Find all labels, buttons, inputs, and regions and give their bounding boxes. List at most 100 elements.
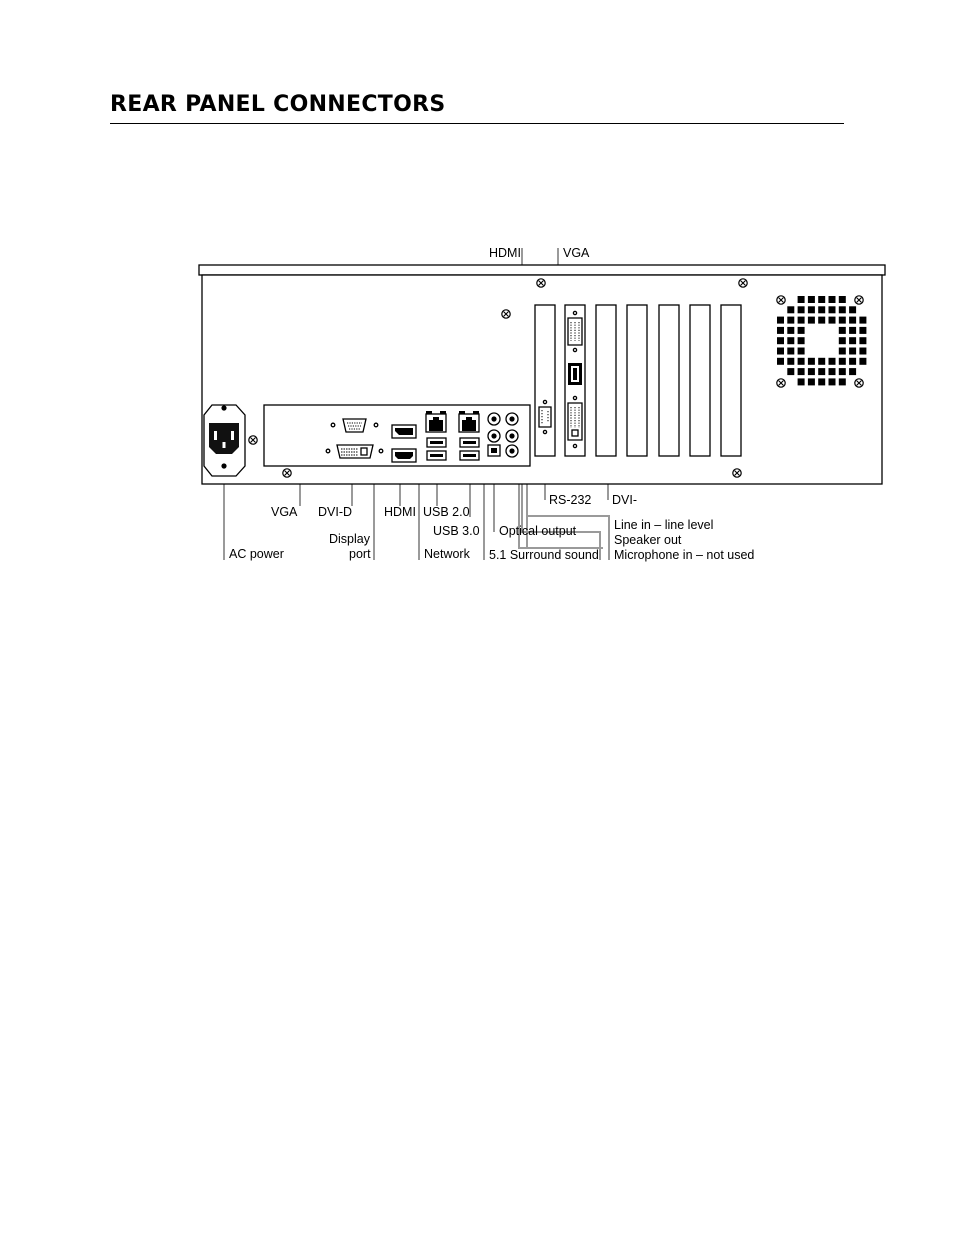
vent-hole	[797, 368, 805, 376]
usb2-ports	[426, 437, 447, 461]
vent-hole	[807, 378, 815, 386]
label-dvi-d: DVI-D	[318, 505, 352, 519]
vent-hole	[797, 326, 805, 334]
onboard-dvi-port	[325, 444, 384, 459]
blank-slot-2	[626, 304, 648, 457]
vent-hole	[828, 316, 836, 324]
vent-hole	[838, 296, 846, 303]
vent-hole	[787, 347, 795, 355]
vent-hole	[828, 378, 836, 386]
label-mic-in: Microphone in – not used	[614, 548, 754, 562]
vent-hole	[807, 368, 815, 376]
onboard-hdmi-port	[391, 448, 417, 463]
vent-hole	[777, 357, 784, 365]
network-port-2	[458, 411, 480, 433]
label-card-vga: VGA	[563, 246, 590, 260]
vent-hole	[818, 378, 826, 386]
label-card-hdmi: HDMI	[489, 246, 521, 260]
vent-hole	[797, 347, 805, 355]
label-hdmi: HDMI	[384, 505, 416, 519]
audio-jacks	[487, 412, 519, 458]
vent-hole	[838, 368, 846, 376]
vent-hole	[787, 306, 795, 314]
vent-hole	[818, 306, 826, 314]
graphics-card	[564, 304, 586, 457]
vent-hole	[849, 316, 857, 324]
vent-hole	[807, 316, 815, 324]
vent-hole	[797, 337, 805, 345]
vent-hole	[787, 368, 795, 376]
label-ac-power: AC power	[229, 547, 284, 561]
vent-hole	[807, 296, 815, 303]
vent-hole	[849, 337, 857, 345]
vent-hole	[849, 306, 857, 314]
vent-hole	[807, 306, 815, 314]
vent-hole	[838, 337, 846, 345]
callout-labels: HDMI VGA VGA DVI-D Display port AC power…	[229, 246, 754, 562]
label-vga: VGA	[271, 505, 298, 519]
vent-hole	[828, 357, 836, 365]
vent-hole	[797, 357, 805, 365]
label-display-port-1: Display	[329, 532, 371, 546]
blank-slot-3	[658, 304, 680, 457]
vent-hole	[828, 306, 836, 314]
label-rs232: RS-232	[549, 493, 591, 507]
displayport-port	[391, 424, 417, 439]
label-usb2: USB 2.0	[423, 505, 470, 519]
vent-hole	[828, 296, 836, 303]
blank-slot-1	[595, 304, 617, 457]
page-title: REAR PANEL CONNECTORS	[110, 92, 446, 117]
vent-hole	[777, 316, 784, 324]
vent-hole	[859, 357, 867, 365]
blank-slot-5	[720, 304, 742, 457]
vent-hole	[838, 378, 846, 386]
label-speaker-out: Speaker out	[614, 533, 682, 547]
vent-hole	[777, 347, 784, 355]
vent-hole	[818, 357, 826, 365]
label-surround: 5.1 Surround sound	[489, 548, 599, 562]
usb3-ports	[459, 437, 480, 461]
vent-hole	[797, 306, 805, 314]
vent-hole	[838, 347, 846, 355]
vent-hole	[838, 326, 846, 334]
vent-hole	[777, 326, 784, 334]
label-line-in: Line in – line level	[614, 518, 713, 532]
vent-hole	[818, 316, 826, 324]
label-usb3: USB 3.0	[433, 524, 480, 538]
fan-vent	[776, 295, 867, 388]
vent-hole	[859, 316, 867, 324]
vent-hole	[849, 368, 857, 376]
vent-hole	[838, 316, 846, 324]
label-optical-output: Optical output	[499, 524, 577, 538]
blank-slot-4	[689, 304, 711, 457]
vent-hole	[859, 337, 867, 345]
expansion-slots	[534, 304, 742, 457]
vent-hole	[849, 326, 857, 334]
vent-hole	[838, 357, 846, 365]
vent-hole	[787, 337, 795, 345]
vent-hole	[818, 296, 826, 303]
vent-hole	[838, 306, 846, 314]
rs232-card	[534, 304, 556, 457]
vent-hole	[797, 316, 805, 324]
vent-hole	[787, 326, 795, 334]
vent-hole	[818, 368, 826, 376]
vent-hole	[797, 296, 805, 303]
ac-power-inlet	[203, 404, 258, 477]
vent-hole	[828, 368, 836, 376]
vent-hole	[807, 357, 815, 365]
label-display-port-2: port	[349, 547, 371, 561]
vent-hole	[849, 347, 857, 355]
vent-hole	[849, 357, 857, 365]
label-card-dvi: DVI-	[612, 493, 637, 507]
title-rule	[110, 123, 844, 124]
network-port-1	[425, 411, 447, 433]
vent-hole	[797, 378, 805, 386]
vent-hole	[859, 347, 867, 355]
vent-hole	[787, 316, 795, 324]
vent-hole	[859, 326, 867, 334]
io-plate	[263, 404, 531, 467]
vent-hole	[777, 337, 784, 345]
label-network: Network	[424, 547, 471, 561]
